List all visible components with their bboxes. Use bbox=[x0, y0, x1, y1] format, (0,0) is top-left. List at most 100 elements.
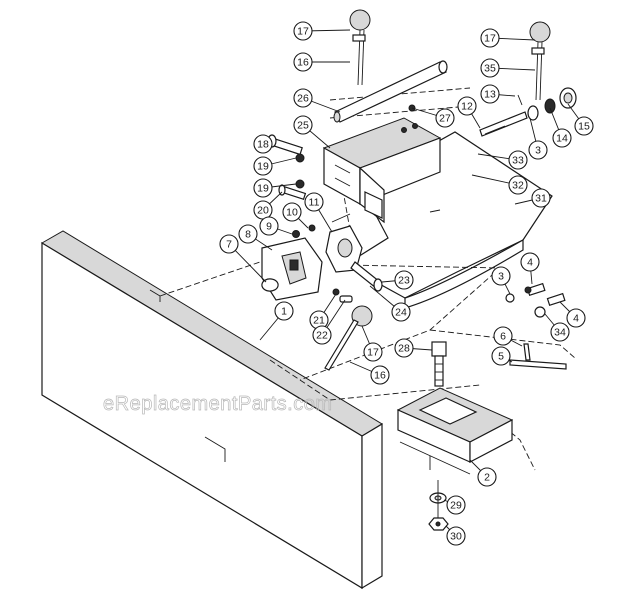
callout-circle bbox=[253, 134, 273, 154]
knob-pin-upper-right bbox=[529, 21, 551, 101]
callout-16: 16 bbox=[349, 361, 390, 385]
shaft-part bbox=[333, 60, 448, 123]
callout-number: 4 bbox=[527, 257, 533, 269]
base-rail-part bbox=[41, 230, 383, 590]
callout-circle bbox=[293, 88, 313, 108]
callout-27: 27 bbox=[411, 107, 455, 128]
callout-number: 33 bbox=[512, 155, 524, 167]
callout-number: 15 bbox=[578, 121, 590, 133]
callout-12: 12 bbox=[457, 96, 481, 129]
callout-circle bbox=[293, 21, 313, 41]
callout-10: 10 bbox=[282, 202, 309, 229]
callout-circle bbox=[528, 140, 548, 160]
callout-circle bbox=[370, 365, 390, 385]
callout-13: 13 bbox=[480, 84, 516, 104]
callout-circle bbox=[493, 326, 513, 346]
callout-circle bbox=[480, 28, 500, 48]
callout-number: 27 bbox=[439, 113, 451, 125]
callout-number: 31 bbox=[535, 193, 547, 205]
callout-33: 33 bbox=[477, 150, 528, 170]
callout-circle bbox=[480, 58, 500, 78]
callout-circle bbox=[391, 302, 411, 322]
slide-block-part bbox=[396, 387, 514, 475]
callout-31: 31 bbox=[514, 188, 551, 208]
callout-circle bbox=[446, 495, 466, 515]
callout-circle bbox=[531, 188, 551, 208]
callout-number: 10 bbox=[286, 207, 298, 219]
callout-number: 5 bbox=[498, 351, 504, 363]
callout-19: 19 bbox=[253, 156, 297, 176]
clamp-assembly-part bbox=[261, 224, 323, 301]
washer-nut-part bbox=[428, 480, 449, 531]
callout-circle bbox=[446, 526, 466, 546]
callout-circle bbox=[259, 216, 279, 236]
callout-number: 32 bbox=[512, 180, 524, 192]
callout-circle bbox=[394, 270, 414, 290]
callout-4: 4 bbox=[520, 252, 540, 285]
callout-30: 30 bbox=[445, 525, 466, 546]
callout-circle bbox=[363, 342, 383, 362]
callout-26: 26 bbox=[293, 88, 341, 113]
callout-number: 12 bbox=[461, 101, 473, 113]
callout-number: 24 bbox=[395, 307, 407, 319]
callout-circle bbox=[435, 108, 455, 128]
callout-4: 4 bbox=[559, 301, 586, 328]
callout-circle bbox=[574, 116, 594, 136]
callout-circle bbox=[219, 234, 239, 254]
callout-17: 17 bbox=[480, 28, 536, 48]
callout-circle bbox=[491, 266, 511, 286]
callout-number: 26 bbox=[297, 93, 309, 105]
callout-circle bbox=[550, 322, 570, 342]
callout-circle bbox=[480, 84, 500, 104]
callout-number: 21 bbox=[313, 315, 325, 327]
callout-18: 18 bbox=[253, 134, 273, 154]
callout-number: 11 bbox=[309, 197, 320, 209]
callout-19: 19 bbox=[253, 178, 297, 198]
callout-circle bbox=[293, 115, 313, 135]
callout-number: 29 bbox=[450, 500, 462, 512]
callout-number: 4 bbox=[573, 313, 579, 325]
callout-number: 13 bbox=[484, 89, 496, 101]
callout-29: 29 bbox=[443, 495, 466, 515]
callout-number: 9 bbox=[266, 221, 272, 233]
callout-number: 19 bbox=[257, 161, 269, 173]
callout-number: 25 bbox=[297, 120, 309, 132]
callout-circle bbox=[508, 175, 528, 195]
callout-circle bbox=[552, 128, 572, 148]
screw-set-left bbox=[267, 134, 307, 201]
callout-number: 17 bbox=[484, 33, 496, 45]
callout-number: 20 bbox=[257, 205, 269, 217]
knob-pin-upper-left bbox=[349, 9, 371, 86]
callout-circle bbox=[304, 192, 324, 212]
callout-11: 11 bbox=[304, 192, 333, 233]
callout-22: 22 bbox=[312, 299, 346, 345]
callout-23: 23 bbox=[381, 270, 414, 290]
callout-number: 2 bbox=[484, 472, 490, 484]
callout-circle bbox=[282, 202, 302, 222]
callout-35: 35 bbox=[480, 58, 536, 78]
callout-9: 9 bbox=[259, 216, 293, 236]
bracket-block-part bbox=[322, 104, 442, 224]
callout-circle bbox=[253, 156, 273, 176]
callout-8: 8 bbox=[238, 224, 273, 251]
callout-number: 14 bbox=[556, 133, 568, 145]
callout-circle bbox=[253, 178, 273, 198]
callout-14: 14 bbox=[549, 107, 572, 148]
callout-32: 32 bbox=[471, 174, 528, 195]
callout-16: 16 bbox=[293, 52, 350, 72]
callout-number: 28 bbox=[398, 343, 410, 355]
callout-circle bbox=[566, 308, 586, 328]
callout-number: 16 bbox=[374, 370, 386, 382]
callout-20: 20 bbox=[253, 191, 283, 220]
callout-circle bbox=[293, 52, 313, 72]
lower-knob-pin bbox=[324, 288, 373, 371]
callout-number: 6 bbox=[500, 331, 506, 343]
slide-pins-part bbox=[509, 343, 567, 370]
callout-number: 18 bbox=[257, 139, 269, 151]
callout-21: 21 bbox=[309, 293, 337, 330]
callout-number: 3 bbox=[498, 271, 504, 283]
callout-number: 23 bbox=[398, 275, 410, 287]
callout-34: 34 bbox=[544, 313, 570, 342]
cam-block-part bbox=[325, 213, 383, 292]
